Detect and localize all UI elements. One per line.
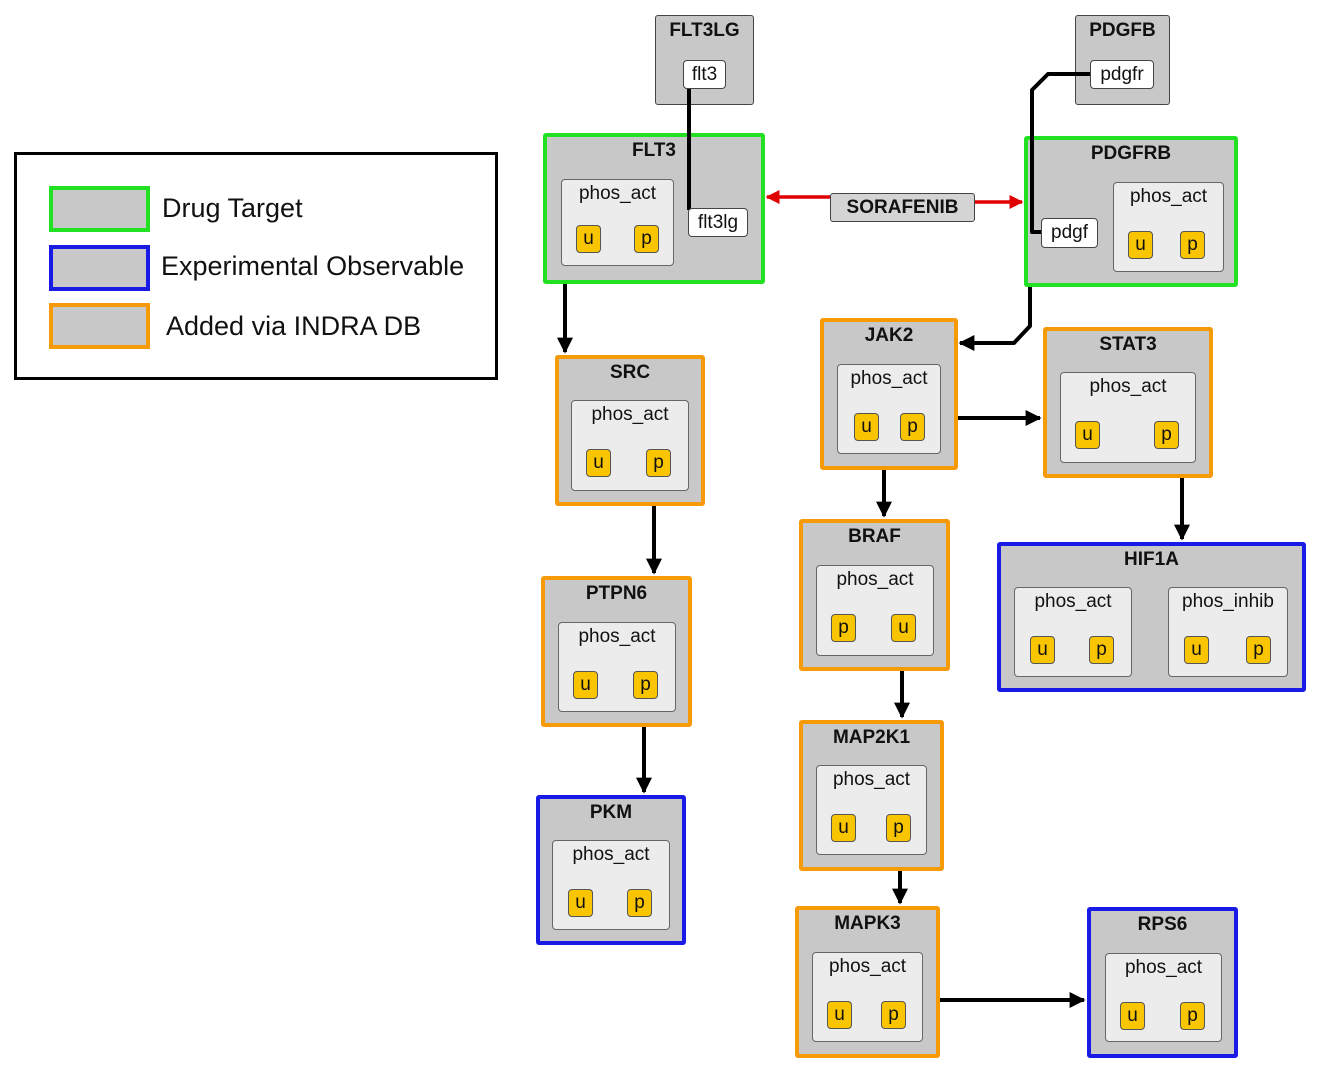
site-phos-act: phos_act u p [552, 840, 670, 930]
site-phos-act: phos_act u p [816, 765, 927, 855]
edge-pdgfb-pdgfrb-binding[interactable] [1030, 72, 1090, 234]
state-u[interactable]: u [576, 225, 601, 253]
site-phos-inhib: phos_inhib u p [1168, 587, 1288, 677]
node-pkm[interactable]: PKM phos_act u p [536, 795, 686, 945]
state-p[interactable]: p [1180, 1002, 1205, 1030]
node-title: PKM [589, 802, 633, 823]
state-u[interactable]: u [1030, 636, 1055, 664]
node-jak2[interactable]: JAK2 phos_act u p [820, 318, 958, 470]
node-title: SRC [609, 362, 651, 383]
site-phos-act: phos_act u p [1105, 953, 1222, 1042]
state-p[interactable]: p [831, 614, 856, 642]
site-label: phos_act [591, 404, 669, 425]
state-p[interactable]: p [633, 671, 658, 699]
node-hif1a[interactable]: HIF1A phos_act u p phos_inhib u p [997, 542, 1306, 692]
state-p[interactable]: p [634, 225, 659, 253]
node-stat3[interactable]: STAT3 phos_act u p [1043, 327, 1213, 478]
state-p[interactable]: p [1246, 636, 1271, 664]
drug-sorafenib[interactable]: SORAFENIB [830, 193, 975, 222]
site-label: phos_act [836, 569, 914, 590]
node-title: PDGFB [1089, 20, 1156, 41]
site-label: phos_act [850, 368, 928, 389]
edge-pdgfrb-jak2[interactable] [958, 287, 1032, 351]
state-p[interactable]: p [886, 814, 911, 842]
node-flt3[interactable]: FLT3 phos_act u p [543, 133, 765, 284]
site-label: phos_act [578, 626, 656, 647]
node-flt3lg[interactable]: FLT3LG [655, 15, 754, 105]
site-label: phos_act [578, 183, 657, 204]
node-src[interactable]: SRC phos_act u p [555, 355, 705, 506]
legend-swatch-added-via-indra-db [49, 303, 150, 349]
node-title: MAPK3 [834, 913, 901, 934]
node-rps6[interactable]: RPS6 phos_act u p [1087, 907, 1238, 1058]
state-u[interactable]: u [1184, 636, 1209, 664]
site-label: phos_act [1034, 591, 1112, 612]
node-title: FLT3 [632, 140, 676, 161]
site-phos-act: phos_act u p [1014, 587, 1132, 677]
state-p[interactable]: p [900, 413, 925, 441]
binding-site-pdgf[interactable]: pdgf [1041, 218, 1098, 248]
binding-site-flt3[interactable]: flt3 [683, 60, 726, 89]
state-u[interactable]: u [827, 1001, 852, 1029]
site-label: phos_act [1089, 376, 1167, 397]
binding-site-flt3lg[interactable]: flt3lg [688, 208, 748, 237]
site-label: phos_act [572, 844, 650, 865]
node-title: HIF1A [1124, 549, 1179, 570]
site-label: phos_inhib [1182, 591, 1274, 612]
state-u[interactable]: u [854, 413, 879, 441]
site-phos-act: phos_act u p [812, 952, 923, 1042]
state-u[interactable]: u [831, 814, 856, 842]
site-label: phos_act [832, 769, 911, 790]
state-u[interactable]: u [586, 449, 611, 477]
state-u[interactable]: u [1075, 421, 1100, 449]
node-title: PTPN6 [585, 583, 648, 604]
node-mapk3[interactable]: MAPK3 phos_act u p [795, 906, 940, 1058]
state-p[interactable]: p [646, 449, 671, 477]
node-title: STAT3 [1099, 334, 1157, 355]
legend-swatch-drug-target [49, 186, 150, 232]
state-u[interactable]: u [1128, 231, 1153, 259]
legend-label-added-via-indra-db: Added via INDRA DB [166, 311, 422, 341]
legend-label-drug-target: Drug Target [162, 193, 303, 223]
state-u[interactable]: u [891, 614, 916, 642]
state-p[interactable]: p [627, 889, 652, 917]
site-phos-act: phos_act u p [837, 364, 941, 454]
state-u[interactable]: u [568, 889, 593, 917]
node-ptpn6[interactable]: PTPN6 phos_act u p [541, 576, 692, 727]
node-title: JAK2 [864, 325, 914, 346]
node-title: MAP2K1 [832, 727, 911, 748]
state-p[interactable]: p [881, 1001, 906, 1029]
site-label: phos_act [828, 956, 907, 977]
node-pdgfrb[interactable]: PDGFRB phos_act u p [1024, 136, 1238, 287]
node-title: FLT3LG [669, 20, 740, 41]
binding-site-pdgfr[interactable]: pdgfr [1090, 60, 1154, 89]
legend-swatch-experimental-observable [49, 245, 150, 291]
legend-label-experimental-observable: Experimental Observable [161, 251, 465, 281]
site-phos-act: phos_act p u [816, 565, 934, 656]
node-title: RPS6 [1137, 914, 1188, 935]
state-p[interactable]: p [1154, 421, 1179, 449]
site-phos-act: phos_act u p [1060, 372, 1196, 463]
legend: Drug Target Experimental Observable Adde… [14, 152, 498, 380]
node-map2k1[interactable]: MAP2K1 phos_act u p [799, 720, 944, 871]
state-p[interactable]: p [1089, 636, 1114, 664]
site-phos-act: phos_act u p [1113, 182, 1224, 272]
site-label: phos_act [1124, 957, 1203, 978]
node-title: BRAF [848, 526, 901, 547]
node-title: PDGFRB [1090, 143, 1172, 164]
state-u[interactable]: u [573, 671, 598, 699]
state-u[interactable]: u [1120, 1002, 1145, 1030]
site-phos-act: phos_act u p [561, 179, 674, 266]
state-p[interactable]: p [1180, 231, 1205, 259]
site-phos-act: phos_act u p [571, 400, 689, 491]
node-braf[interactable]: BRAF phos_act p u [799, 519, 950, 671]
site-phos-act: phos_act u p [558, 622, 676, 712]
site-label: phos_act [1129, 186, 1208, 207]
